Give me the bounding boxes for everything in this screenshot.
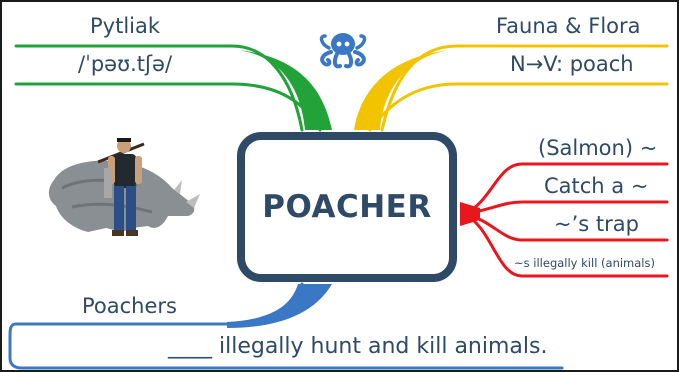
branch-top-left [14,44,332,132]
branch-label-pronunciation: /ˈpəʊ.tʃə/ [78,52,173,76]
branch-top-right [354,44,669,132]
branch-label-salmon: (Salmon) ~ [538,136,658,160]
branch-label-sentence: ____ illegally hunt and kill animals. [168,334,548,359]
branch-label-trap: ~’s trap [554,212,639,236]
branch-bottom-left [8,282,564,370]
branch-label-fauna-flora: Fauna & Flora [496,14,641,38]
branch-label-pytliak: Pytliak [90,14,161,38]
branch-label-poachers: Poachers [82,294,177,318]
poacher-rhino-image [48,138,200,236]
branch-label-noun-verb: N→V: poach [510,52,634,76]
branch-label-catch: Catch a ~ [544,174,649,198]
octopus-icon [319,33,367,69]
poacher-figure [97,138,145,236]
branch-label-illegally-kill: ~s illegally kill (animals) [514,256,655,270]
central-node-title: POACHER [262,189,432,225]
branch-right [460,162,669,278]
central-node: POACHER [237,132,457,282]
